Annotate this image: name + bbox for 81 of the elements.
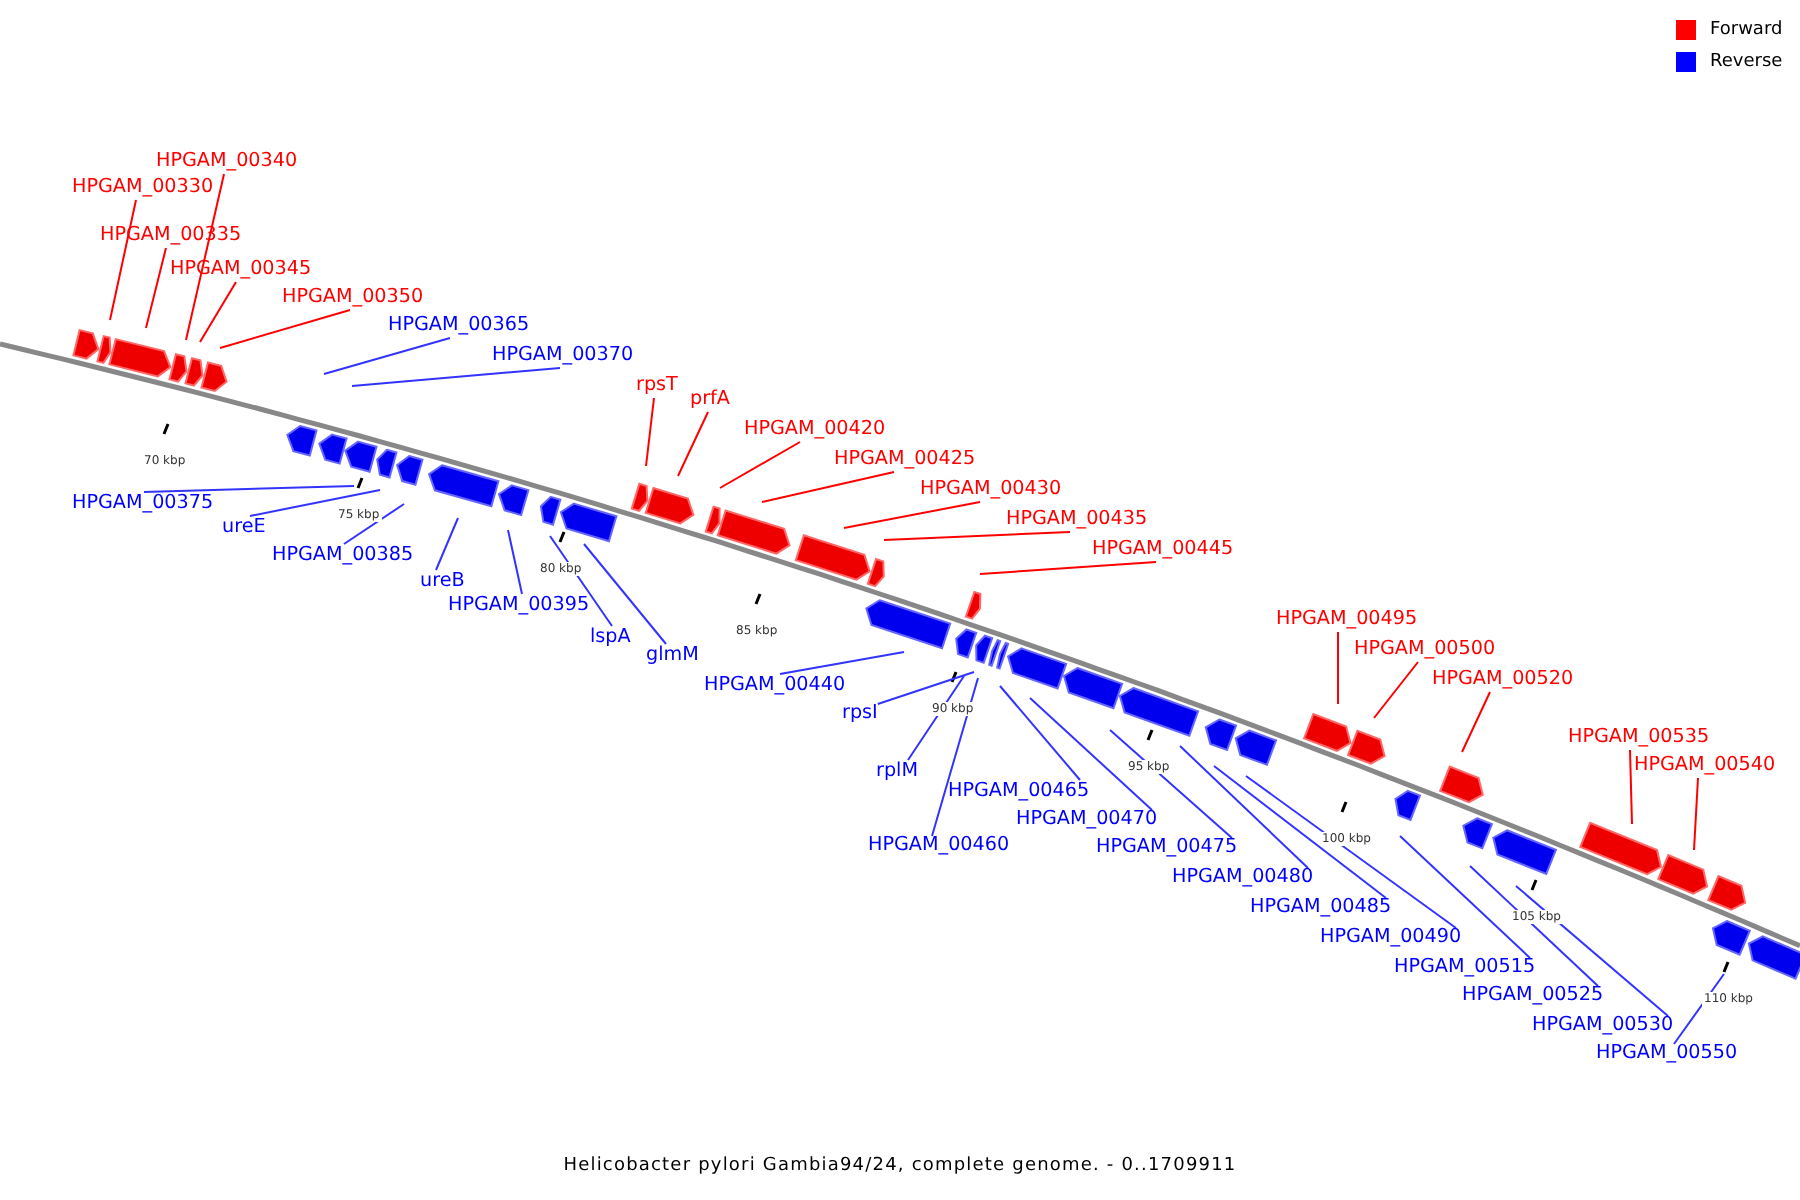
- leader-line: [549, 535, 613, 627]
- leader-line: [435, 517, 459, 571]
- gene-label: HPGAM_00470: [1016, 808, 1158, 832]
- leader-line: [249, 489, 381, 517]
- leader-line: [199, 281, 237, 343]
- leader-line: [185, 173, 225, 341]
- leader-line: [677, 411, 709, 477]
- gene-label: HPGAM_00515: [1394, 956, 1536, 980]
- leader-line: [645, 397, 655, 467]
- leader-line: [1179, 745, 1309, 869]
- leader-line: [999, 685, 1081, 781]
- gene-label: ureE: [222, 516, 266, 540]
- leader-line: [1693, 777, 1699, 851]
- leader-line: [143, 485, 355, 493]
- gene-label: HPGAM_00540: [1634, 754, 1776, 778]
- leader-line: [343, 503, 405, 545]
- leader-line: [876, 671, 975, 705]
- leader-line: [907, 675, 965, 761]
- gene-label: HPGAM_00500: [1354, 638, 1496, 662]
- gene-label: lspA: [590, 626, 631, 650]
- leader-line: [1109, 729, 1233, 839]
- leader-line: [1337, 631, 1339, 705]
- legend-label: Forward: [1710, 20, 1783, 40]
- leader-line: [719, 441, 801, 489]
- gene-label: HPGAM_00430: [920, 478, 1062, 502]
- gene-label: HPGAM_00350: [282, 286, 424, 310]
- leader-line: [1373, 661, 1419, 719]
- leader-line: [351, 367, 561, 387]
- leader-line: [1461, 691, 1491, 753]
- gene-label: HPGAM_00465: [948, 780, 1090, 804]
- gene-label: HPGAM_00535: [1568, 726, 1710, 750]
- gene-label: HPGAM_00330: [72, 176, 214, 200]
- leader-line: [323, 337, 451, 375]
- leader-line: [1245, 775, 1457, 929]
- gene-label: HPGAM_00460: [868, 834, 1010, 858]
- leader-line: [507, 529, 523, 595]
- leader-line: [219, 309, 351, 349]
- leader-line: [1673, 973, 1725, 1045]
- leader-line: [779, 651, 905, 675]
- gene-label: HPGAM_00485: [1250, 896, 1392, 920]
- leader-line: [931, 677, 979, 837]
- gene-label: HPGAM_00530: [1532, 1014, 1674, 1038]
- gene-label: HPGAM_00385: [272, 544, 414, 568]
- gene-label: HPGAM_00490: [1320, 926, 1462, 950]
- leader-line: [145, 247, 167, 329]
- legend-label: Reverse: [1710, 52, 1783, 72]
- leader-line: [1399, 835, 1531, 959]
- gene-label: rpsT: [636, 374, 678, 398]
- leader-line: [1213, 765, 1387, 899]
- gene-label: HPGAM_00495: [1276, 608, 1418, 632]
- gene-label: HPGAM_00520: [1432, 668, 1574, 692]
- leader-line: [1515, 885, 1669, 1017]
- gene-label: HPGAM_00375: [72, 492, 214, 516]
- gene-label: rpsI: [842, 702, 878, 726]
- gene-label: HPGAM_00365: [388, 314, 530, 338]
- caption: Helicobacter pylori Gambia94/24, complete genome. - 0..1709911: [561, 1156, 1239, 1176]
- gene-label: HPGAM_00395: [448, 594, 590, 618]
- gene-label: HPGAM_00425: [834, 448, 976, 472]
- gene-label: HPGAM_00370: [492, 344, 634, 368]
- gene-label: HPGAM_00440: [704, 674, 846, 698]
- gene-label: rplM: [876, 760, 918, 784]
- leader-line: [1469, 865, 1599, 987]
- gene-label: HPGAM_00480: [1172, 866, 1314, 890]
- gene-label: HPGAM_00475: [1096, 836, 1238, 860]
- leader-line: [1029, 697, 1153, 811]
- leader-line: [843, 501, 981, 529]
- gene-label: HPGAM_00550: [1596, 1042, 1738, 1066]
- leader-line: [109, 199, 137, 321]
- gene-label: prfA: [690, 388, 730, 412]
- gene-label: HPGAM_00420: [744, 418, 886, 442]
- gene-label: ureB: [420, 570, 465, 594]
- leader-line: [979, 561, 1157, 575]
- gene-label: HPGAM_00435: [1006, 508, 1148, 532]
- gene-label: HPGAM_00445: [1092, 538, 1234, 562]
- gene-label: glmM: [646, 644, 699, 668]
- leader-line: [583, 543, 667, 645]
- leader-line: [761, 471, 895, 503]
- leader-line: [1629, 749, 1633, 825]
- leader-line: [883, 531, 1071, 541]
- gene-label: HPGAM_00340: [156, 150, 298, 174]
- gene-label: HPGAM_00525: [1462, 984, 1604, 1008]
